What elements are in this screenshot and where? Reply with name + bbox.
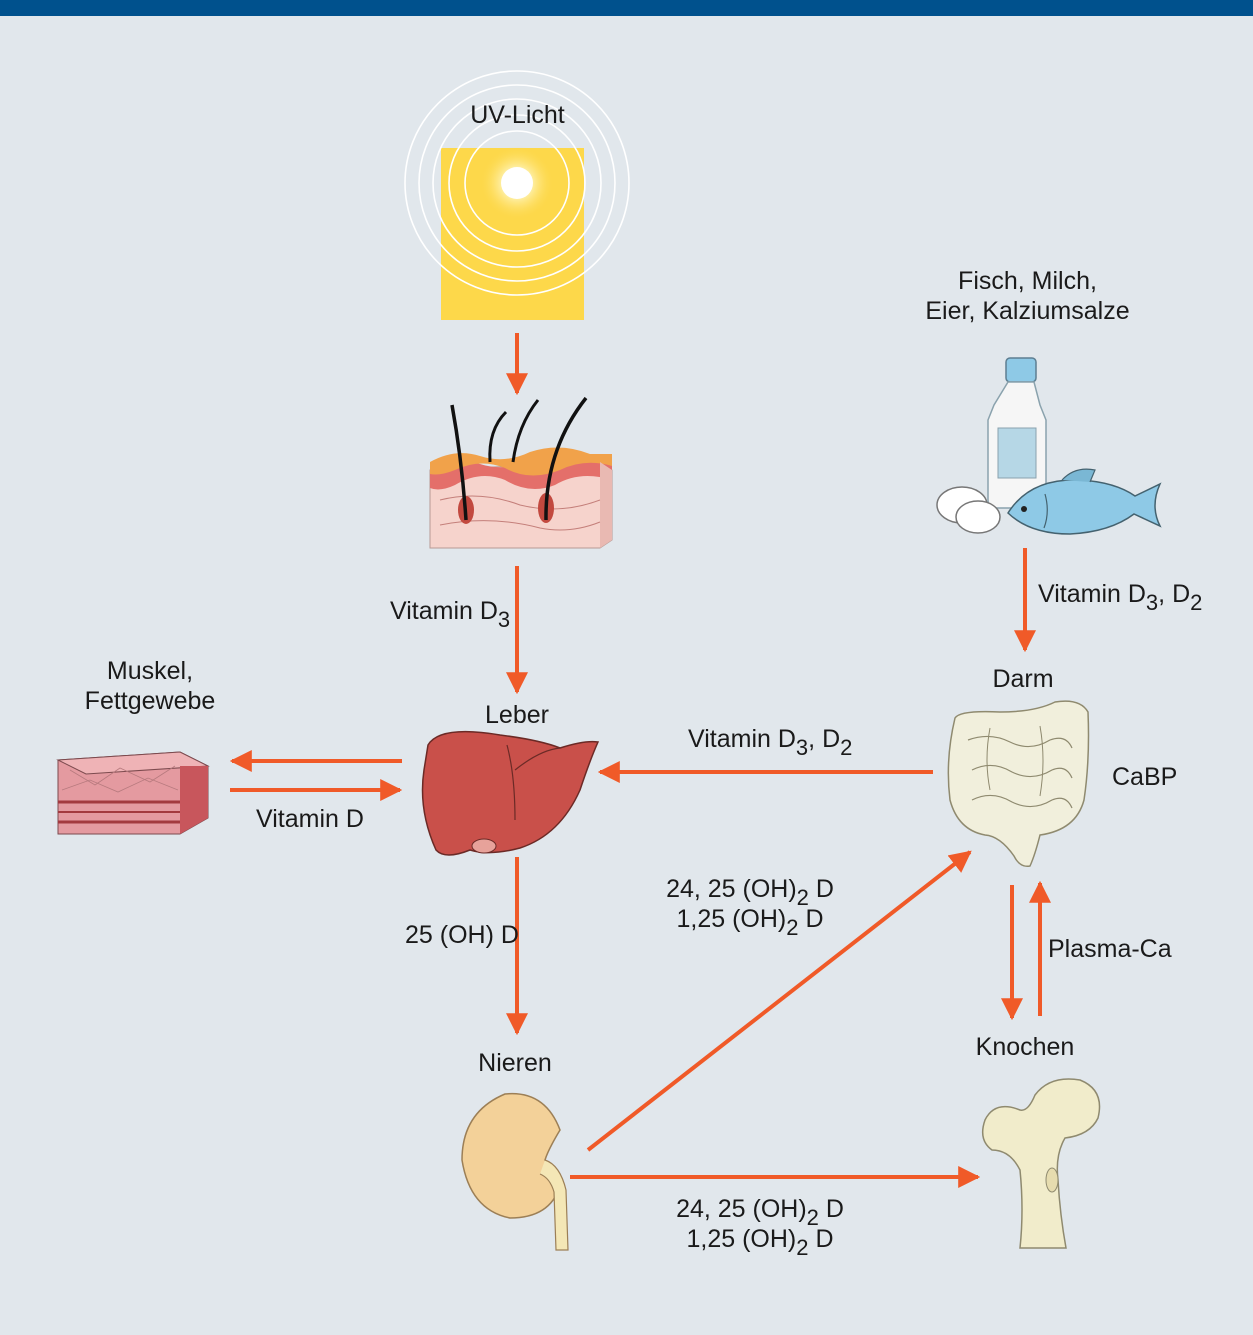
food-label: Fisch, Milch, Eier, Kalziumsalze xyxy=(895,266,1160,326)
food-vitamin-mid: , D xyxy=(1158,580,1191,608)
diagonal-metabolite-line2: 1,25 (OH)2 D xyxy=(676,905,824,940)
bottom-metabolites-label: 24, 25 (OH)2 D 1,25 (OH)2 D xyxy=(650,1194,870,1260)
kidney-icon xyxy=(461,1092,569,1251)
muscle-label-line1: Muskel, xyxy=(106,657,194,685)
gut-vitamin-subscript1: 3 xyxy=(795,735,809,760)
liver-label: Leber xyxy=(485,701,549,729)
food-label-line2: Eier, Kalziumsalze xyxy=(925,297,1130,325)
muscle-label-line2: Fettgewebe xyxy=(84,687,216,715)
food-vitamin-subscript2: 2 xyxy=(1190,590,1203,615)
header-bar xyxy=(0,0,1253,16)
gut-vitamin-text: Vitamin D xyxy=(688,725,796,753)
kidney-label: Nieren xyxy=(478,1049,552,1077)
bone-label: Knochen xyxy=(975,1033,1075,1061)
diagonal-metabolite-line1: 24, 25 (OH)2 D xyxy=(666,875,834,910)
skin-vitamin-label: Vitamin D3 xyxy=(390,596,510,632)
liver-icon xyxy=(421,730,600,856)
cabp-label: CaBP xyxy=(1112,763,1178,791)
bone-icon xyxy=(981,1078,1101,1249)
bottom-metabolite-line1: 24, 25 (OH)2 D xyxy=(676,1195,844,1230)
muscle-label: Muskel, Fettgewebe xyxy=(70,656,230,716)
food-vitamin-text: Vitamin D xyxy=(1038,580,1146,608)
uv-light-label: UV-Licht xyxy=(470,101,565,129)
skin-vitamin-subscript: 3 xyxy=(497,607,511,632)
food-vitamin-label: Vitamin D3, D2 xyxy=(1038,579,1202,615)
muscle-tissue-icon xyxy=(56,751,210,835)
arrow-kidney-to-intestine xyxy=(586,850,972,1152)
gut-vitamin-mid: , D xyxy=(808,725,841,753)
sun-icon xyxy=(404,70,630,320)
plasma-ca-label: Plasma-Ca xyxy=(1048,935,1172,963)
food-label-line1: Fisch, Milch, xyxy=(958,267,1097,295)
liver-output-label: 25 (OH) D xyxy=(405,921,519,949)
arrows xyxy=(229,333,1051,1188)
diagonal-metabolites-label: 24, 25 (OH)2 D 1,25 (OH)2 D xyxy=(640,874,860,940)
eggs-icon xyxy=(936,486,1001,534)
gut-vitamin-label: Vitamin D3, D2 xyxy=(688,724,852,760)
skin-icon xyxy=(429,396,613,549)
food-vitamin-subscript1: 3 xyxy=(1145,590,1159,615)
bottom-metabolite-line2: 1,25 (OH)2 D xyxy=(686,1225,834,1260)
milk-bottle-icon xyxy=(987,357,1047,509)
gut-vitamin-subscript2: 2 xyxy=(840,735,853,760)
skin-vitamin-text: Vitamin D xyxy=(390,597,498,625)
intestine-label: Darm xyxy=(992,665,1054,693)
intestine-icon xyxy=(947,700,1090,868)
muscle-vitamin-label: Vitamin D xyxy=(256,805,364,833)
fish-icon xyxy=(1007,468,1162,535)
